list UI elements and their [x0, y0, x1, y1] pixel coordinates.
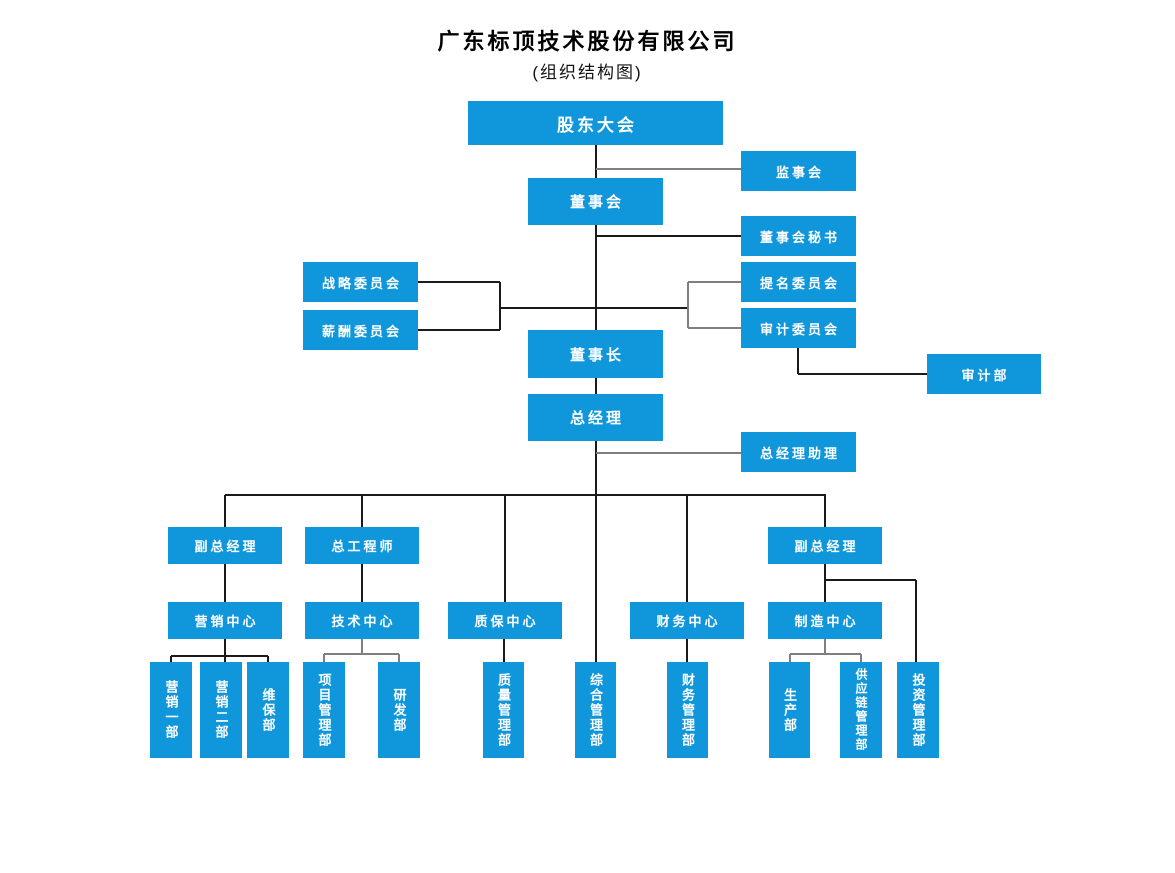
- org-node-marketing-dept-2: 营销二部: [200, 662, 242, 758]
- connector-line: [798, 373, 927, 375]
- connector-line: [267, 656, 269, 662]
- org-node-project-mgmt-dept: 项目管理部: [303, 662, 345, 758]
- connector-line: [323, 654, 325, 662]
- org-node-board-secretary: 董事会秘书: [741, 216, 856, 256]
- connector-line: [361, 639, 363, 654]
- org-node-chairman: 董事长: [528, 330, 663, 378]
- org-node-strategy-committee: 战略委员会: [303, 262, 418, 302]
- connector-line: [596, 235, 741, 237]
- org-node-quality-mgmt-dept: 质量管理部: [483, 662, 524, 758]
- connector-line: [797, 348, 799, 374]
- connector-line: [686, 639, 688, 662]
- org-node-finance-mgmt-dept: 财务管理部: [667, 662, 708, 758]
- connector-line: [789, 654, 791, 662]
- org-node-supervisory-board: 监事会: [741, 151, 856, 191]
- org-node-deputy-gm-right: 副总经理: [768, 527, 882, 564]
- connector-line: [686, 495, 688, 602]
- connector-line: [324, 653, 399, 655]
- org-node-investment-mgmt-dept: 投资管理部: [897, 662, 939, 758]
- connector-line: [225, 494, 826, 496]
- org-node-maintenance-dept: 维保部: [247, 662, 289, 758]
- connector-line: [361, 495, 363, 527]
- org-node-marketing-dept-1: 营销一部: [150, 662, 192, 758]
- connector-line: [595, 441, 597, 662]
- connector-line: [824, 639, 826, 654]
- connector-line: [504, 495, 506, 602]
- connector-line: [361, 564, 363, 602]
- connector-line: [825, 579, 916, 581]
- org-node-deputy-gm-left: 副总经理: [168, 527, 282, 564]
- connector-line: [503, 639, 505, 662]
- connector-line: [418, 281, 500, 283]
- connector-line: [499, 282, 501, 330]
- org-node-finance-center: 财务中心: [630, 602, 744, 639]
- connector-line: [824, 564, 826, 602]
- connector-line: [860, 654, 862, 662]
- org-node-technology-center: 技术中心: [305, 602, 419, 639]
- org-node-rd-dept: 研发部: [378, 662, 420, 758]
- connector-line: [170, 656, 172, 662]
- org-node-compensation-committee: 薪酬委员会: [303, 310, 418, 350]
- connector-line: [596, 452, 741, 454]
- connector-line: [398, 654, 400, 662]
- org-node-shareholders-meeting: 股东大会: [468, 101, 723, 145]
- org-node-chief-engineer: 总工程师: [305, 527, 419, 564]
- org-node-general-manager: 总经理: [528, 394, 663, 441]
- connector-line: [688, 281, 741, 283]
- page-subtitle: (组织结构图): [532, 63, 643, 82]
- connector-line: [224, 564, 226, 602]
- org-node-board-of-directors: 董事会: [528, 178, 663, 225]
- connector-line: [824, 495, 826, 527]
- org-node-nomination-committee: 提名委员会: [741, 262, 856, 302]
- org-node-marketing-center: 营销中心: [168, 602, 282, 639]
- org-node-supply-chain-dept: 供应链管理部: [840, 662, 882, 758]
- connector-line: [171, 655, 268, 657]
- connector-line: [596, 168, 741, 170]
- connector-line: [224, 495, 226, 527]
- connector-line: [595, 225, 597, 330]
- connector-line: [418, 329, 500, 331]
- org-node-qa-center: 质保中心: [448, 602, 562, 639]
- org-node-production-dept: 生产部: [769, 662, 810, 758]
- org-node-audit-department: 审计部: [927, 354, 1041, 394]
- connector-line: [500, 307, 688, 309]
- connector-line: [224, 639, 226, 662]
- org-node-general-mgmt-dept: 综合管理部: [575, 662, 616, 758]
- connector-line: [688, 327, 741, 329]
- org-node-manufacturing-center: 制造中心: [768, 602, 882, 639]
- connector-line: [595, 145, 597, 178]
- connector-line: [595, 378, 597, 394]
- org-node-gm-assistant: 总经理助理: [741, 432, 856, 472]
- connector-line: [915, 580, 917, 662]
- org-node-audit-committee: 审计委员会: [741, 308, 856, 348]
- connector-line: [687, 282, 689, 328]
- page-title: 广东标顶技术股份有限公司: [437, 29, 738, 54]
- connector-line: [790, 653, 861, 655]
